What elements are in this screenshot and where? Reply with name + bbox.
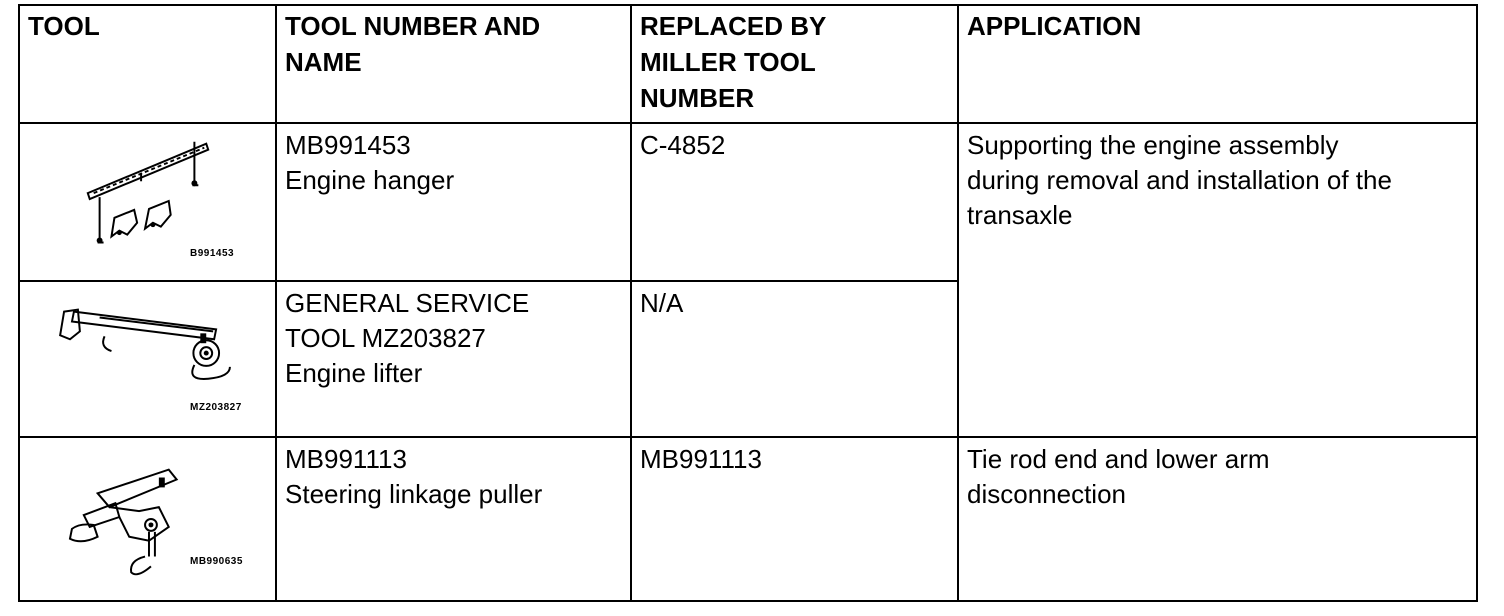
application-engine-support: Supporting the engine assembly during re… — [957, 122, 1478, 438]
illustration-code: B991453 — [190, 248, 235, 259]
application-tie-rod: Tie rod end and lower arm disconnection — [957, 436, 1478, 602]
table-row: MB990635 MB991113 Steering linkage pulle… — [18, 436, 1478, 602]
header-application: APPLICATION — [957, 4, 1478, 124]
replaced-by-number: MB991113 — [630, 436, 959, 602]
header-tool-number-name: TOOL NUMBER AND NAME — [275, 4, 632, 124]
header-tool: TOOL — [18, 4, 277, 124]
steering-linkage-puller-illustration — [68, 468, 179, 576]
replaced-by-number: C-4852 — [630, 122, 959, 282]
tool-illustration-cell: MZ203827 — [18, 280, 277, 438]
replaced-by-number: N/A — [630, 280, 959, 438]
table-row: B991453 MB991453 Engine hanger C-4852 Su… — [18, 122, 1478, 438]
tool-number-name: MB991453 Engine hanger — [275, 122, 632, 282]
engine-hanger-illustration — [86, 141, 210, 244]
illustration-code: MZ203827 — [190, 402, 242, 413]
table-row: MZ203827 GENERAL SERVICE TOOL MZ203827 E… — [18, 280, 1477, 438]
header-row: TOOL TOOL NUMBER AND NAME REPLACED BY MI… — [18, 4, 1478, 124]
engine-lifter-illustration — [59, 308, 231, 380]
special-tools-table: TOOL TOOL NUMBER AND NAME REPLACED BY MI… — [18, 4, 1478, 602]
tool-number-name: MB991113 Steering linkage puller — [275, 436, 632, 602]
tool-illustration-cell: MB990635 — [18, 436, 277, 602]
header-replaced-by: REPLACED BY MILLER TOOL NUMBER — [630, 4, 959, 124]
illustration-code: MB990635 — [190, 556, 243, 567]
tool-number-name: GENERAL SERVICE TOOL MZ203827 Engine lif… — [275, 280, 632, 438]
tool-illustration-cell: B991453 — [18, 122, 277, 282]
